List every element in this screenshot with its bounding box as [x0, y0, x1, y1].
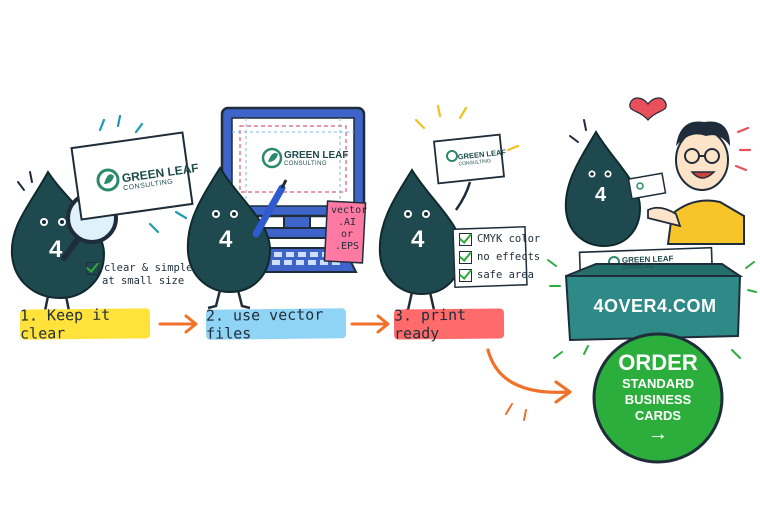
mascot-step3: [378, 168, 472, 314]
heart-icon: [629, 97, 667, 121]
stylus-pen-icon: [252, 179, 288, 238]
customer-person: [647, 121, 745, 245]
spark-lines-arrow: [505, 403, 527, 421]
step1-note-line2: at small size: [102, 275, 185, 288]
vector-sticky-note: [323, 200, 367, 264]
check-icon: [459, 269, 472, 283]
arrow-right-icon: →: [648, 423, 668, 445]
mascot-number-3: 4: [411, 226, 425, 253]
step-label-keep-clear: 1. Keep it clear: [20, 306, 151, 343]
stack-card-text: GREEN LEAF CONSULTING: [621, 254, 674, 271]
mascot-step2: [186, 166, 272, 310]
checklist: CMYK color no effects safe area: [459, 233, 540, 283]
step1-note-line1: clear & simple: [86, 262, 193, 276]
spark-lines-1: [98, 114, 188, 234]
checklist-item-effects: no effects: [459, 251, 540, 265]
check-icon: [86, 262, 99, 276]
order-circle: [592, 332, 724, 464]
monitor-icon: [220, 106, 366, 239]
spark-lines-box: [547, 259, 757, 359]
monitor-card-text: GREEN LEAF CONSULTING: [284, 150, 349, 167]
spark-lines-4b: [569, 119, 587, 143]
brand-card-1: [70, 131, 194, 221]
business-card-box: [564, 263, 744, 342]
mascot-number-4: 4: [595, 184, 607, 206]
leaf-logo-icon: [96, 168, 120, 192]
flow-arrow-2-3: [350, 314, 390, 334]
flow-arrow-1-2: [158, 314, 198, 334]
mascot-number-1: 4: [49, 236, 63, 263]
step-label-vector-files: 2. use vector files: [206, 306, 347, 343]
mascot-number-2: 4: [219, 226, 233, 253]
spark-lines-3: [414, 104, 520, 152]
box-label: 4OVER4.COM: [593, 296, 717, 316]
step-label-print-ready: 3. print ready: [394, 306, 505, 343]
check-icon: [459, 233, 472, 247]
spark-lines-1b: [17, 171, 33, 191]
handed-card: [627, 172, 667, 200]
spark-lines-4: [734, 126, 752, 172]
flow-arrow-to-order: [486, 348, 572, 404]
vector-note: vector .AI or .EPS: [331, 205, 368, 252]
order-button[interactable]: ORDER STANDARD BUSINESS CARDS →: [594, 346, 722, 444]
checklist-item-safe-area: safe area: [459, 269, 540, 283]
brand-card-3: [432, 133, 506, 185]
check-icon: [459, 251, 472, 265]
checklist-item-cmyk: CMYK color: [459, 233, 540, 247]
step1-note: clear & simple at small size: [86, 262, 193, 288]
